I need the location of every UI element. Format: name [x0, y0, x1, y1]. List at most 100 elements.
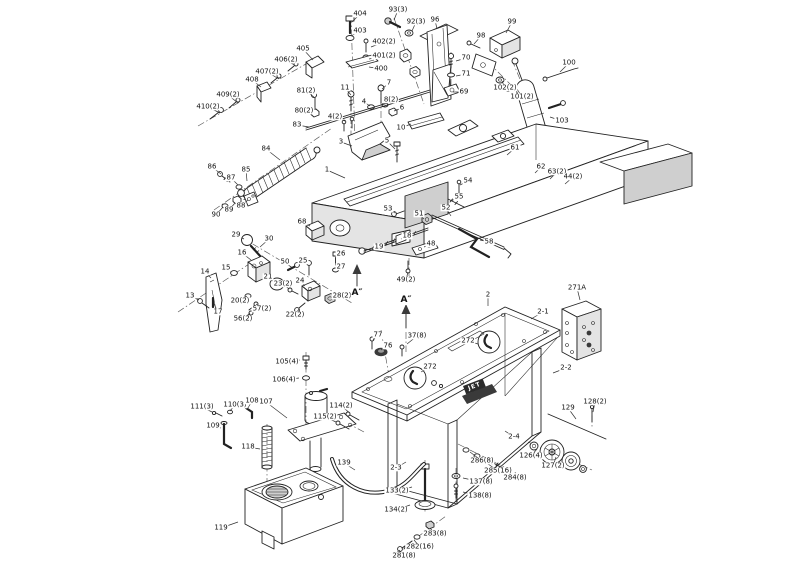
part-callout: 133(2) [384, 486, 410, 495]
part-callout: 100 [561, 58, 577, 67]
part-callout: 19 [373, 242, 385, 251]
part-callout: 2-2 [559, 363, 573, 372]
part-callout: 62 [535, 162, 547, 171]
part-callout: 52 [440, 203, 452, 212]
part-callout: 51 [413, 209, 425, 218]
part-callout: 272 [460, 336, 476, 345]
blade-guard-group [306, 85, 444, 162]
part-callout: 10 [395, 123, 407, 132]
part-callout: 118 [240, 442, 256, 451]
part-callout: 110(3) [222, 400, 248, 409]
part-callout: 30 [263, 234, 275, 243]
part-callout: 5 [383, 136, 391, 145]
section-marker-label: A″ [350, 288, 364, 298]
part-callout: 119 [213, 523, 229, 532]
part-callout: 406(2) [273, 55, 299, 64]
part-callout: 61 [509, 143, 521, 152]
part-callout: 63(2) [546, 167, 568, 176]
section-marker-label: A″ [399, 295, 413, 305]
part-callout: 49(2) [395, 275, 417, 284]
part-callout: 17 [212, 307, 224, 316]
part-callout: 410(2) [195, 102, 221, 111]
tension-spring-group [218, 147, 320, 208]
part-callout: 2-4 [507, 432, 521, 441]
part-callout: 400 [373, 64, 389, 73]
part-callout: 68 [296, 217, 308, 226]
part-callout: 401(2) [371, 51, 397, 60]
part-callout: 271A [566, 283, 588, 292]
part-callout: 403 [352, 26, 368, 35]
part-callout: 101(2) [509, 92, 535, 101]
part-callout: 92(3) [405, 17, 427, 26]
part-callout: 111(3) [189, 402, 215, 411]
part-callout: 405 [295, 44, 311, 53]
part-callout: 109 [205, 421, 221, 430]
electrical-box [562, 301, 601, 360]
part-callout: 83 [291, 120, 303, 129]
part-callout: 89 [223, 205, 235, 214]
part-callout: 53 [382, 204, 394, 213]
part-callout: 57(2) [251, 304, 273, 313]
part-callout: 409(2) [215, 90, 241, 99]
part-callout: 28(2) [331, 291, 353, 300]
part-callout: 13 [184, 291, 196, 300]
part-callout: 282(16) [405, 542, 435, 551]
part-callout: 129 [560, 403, 576, 412]
part-callout: 25 [297, 256, 309, 265]
part-callout: 20(2) [229, 296, 251, 305]
part-callout: 81(2) [295, 86, 317, 95]
part-callout: 69 [458, 87, 470, 96]
part-callout: 96 [429, 15, 441, 24]
part-callout: 87 [225, 173, 237, 182]
part-callout: 134(2) [383, 505, 409, 514]
part-callout: 44(2) [562, 172, 584, 181]
part-callout: 2-1 [536, 307, 550, 316]
part-callout: 48 [425, 239, 437, 248]
part-callout: 102(2) [492, 83, 518, 92]
part-callout: 15 [220, 263, 232, 272]
part-callout: 126(4) [518, 451, 544, 460]
part-callout: 24 [294, 276, 306, 285]
part-callout: 93(3) [387, 5, 409, 14]
part-callout: 29 [230, 230, 242, 239]
part-callout: 56(2) [232, 314, 254, 323]
part-callout: 137(8) [468, 477, 494, 486]
part-callout: 77 [372, 330, 384, 339]
part-callout: 283(8) [422, 529, 448, 538]
wheel-group [530, 405, 606, 472]
part-callout: 106(4) [271, 375, 297, 384]
part-callout: 8(2) [382, 95, 400, 104]
part-callout: 115(2) [312, 412, 338, 421]
part-callout: 402(2) [371, 37, 397, 46]
part-callout: 7 [385, 78, 393, 87]
part-callout: 103 [554, 116, 570, 125]
tension-lever-group [198, 235, 339, 333]
part-callout: 281(8) [391, 551, 417, 560]
part-callout: 127(2) [540, 461, 566, 470]
part-callout: 21 [262, 272, 274, 281]
stand-screws [336, 412, 359, 429]
part-callout: 80(2) [293, 106, 315, 115]
part-callout: 4 [360, 97, 368, 106]
part-callout: 128(2) [582, 397, 608, 406]
part-callout: 76 [382, 341, 394, 350]
part-callout: 90 [210, 210, 222, 219]
part-callout: 99 [506, 17, 518, 26]
part-callout: 404 [352, 9, 368, 18]
part-callout: 114(2) [328, 401, 354, 410]
part-callout: 22(2) [284, 310, 306, 319]
part-callout: 86 [206, 162, 218, 171]
part-callout: 16 [236, 248, 248, 257]
part-callout: 2-3 [389, 463, 403, 472]
part-callout: 408 [244, 75, 260, 84]
part-callout: 27 [335, 262, 347, 271]
part-callout: 284(8) [502, 473, 528, 482]
part-callout: 88 [235, 201, 247, 210]
part-callout: 37(8) [406, 331, 428, 340]
part-callout: 285(16) [483, 466, 513, 475]
section-arrows [352, 264, 411, 328]
part-callout: 58 [483, 237, 495, 246]
part-callout: 139 [336, 458, 352, 467]
